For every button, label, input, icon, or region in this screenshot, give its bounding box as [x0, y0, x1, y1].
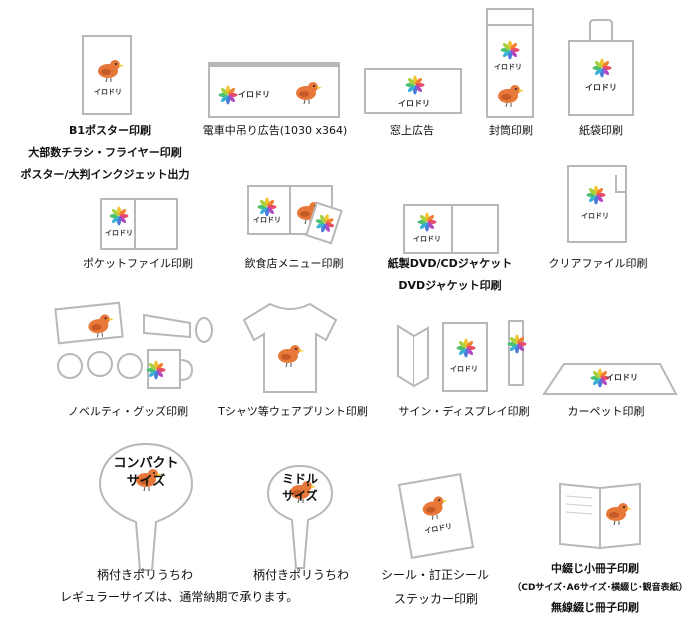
- flower-icon: [405, 75, 425, 95]
- brand-text: イロドリ: [450, 365, 478, 373]
- pocket-file-image: イロドリ: [100, 198, 178, 250]
- booklet-label-1: 中綴じ小冊子印刷: [551, 562, 639, 575]
- paper-bag-image: イロドリ: [568, 40, 634, 116]
- flower-icon: [417, 212, 437, 232]
- bird-icon: [420, 494, 451, 522]
- brand-text: イロドリ: [581, 212, 609, 220]
- sign-panel-image: イロドリ: [442, 322, 488, 392]
- fan-middle-badge-2: サイズ: [282, 489, 318, 503]
- fan-middle-badge-1: ミドル: [281, 472, 318, 486]
- brand-text: イロドリ: [606, 373, 638, 382]
- brand-text: イロドリ: [494, 63, 522, 71]
- bird-icon: [86, 312, 116, 339]
- bird-icon: [97, 59, 125, 83]
- sticker-label-2: ステッカー印刷: [393, 592, 478, 606]
- menu-label: 飲食店メニュー印刷: [244, 257, 344, 270]
- novelty-card-image: [54, 301, 124, 345]
- b1-poster-image: イロドリ: [82, 35, 132, 115]
- fan-middle-icon: [266, 464, 334, 569]
- fan-compact-badge-1: コンパクト: [113, 456, 179, 471]
- mug-icon: [146, 349, 194, 389]
- envelope-label: 封筒印刷: [489, 124, 533, 137]
- dvd-jacket-label-2: DVDジャケット印刷: [398, 279, 502, 292]
- sticker-label-1: シール・訂正シール: [380, 568, 489, 582]
- dvd-jacket-label-1: 紙製DVD/CDジャケット: [387, 257, 513, 270]
- b1-poster-label-3: ポスター/大判インクジェット出力: [20, 168, 190, 181]
- bag-handle-icon: [589, 19, 613, 40]
- train-ad-image: イロドリ: [208, 62, 340, 118]
- brand-text: イロドリ: [94, 88, 122, 96]
- sticker-image: イロドリ: [397, 473, 475, 559]
- flower-icon: [456, 338, 476, 358]
- envelope-image: イロドリ: [486, 8, 534, 118]
- flower-icon: [507, 334, 527, 354]
- tshirt-icon: [242, 302, 338, 393]
- brand-text: イロドリ: [238, 90, 270, 99]
- sign-display-label: サイン・ディスプレイ印刷: [398, 405, 530, 418]
- carpet-icon: [542, 363, 678, 395]
- novelty-label: ノベルティ・グッズ印刷: [67, 405, 189, 418]
- carpet-label: カーペット印刷: [567, 405, 645, 418]
- fan-middle-label: 柄付きポリうちわ: [252, 568, 349, 582]
- brand-text: イロドリ: [253, 216, 281, 224]
- window-ad-image: イロドリ: [364, 68, 462, 114]
- fan-compact-label: 柄付きポリうちわ: [96, 568, 193, 582]
- fan-compact-icon: [98, 442, 194, 571]
- brand-text: イロドリ: [413, 235, 441, 243]
- fan-note: レギュラーサイズは、通常納期で承ります。: [60, 590, 299, 604]
- clear-file-label: クリアファイル印刷: [548, 257, 648, 270]
- brand-text: イロドリ: [585, 83, 617, 92]
- bird-icon: [295, 81, 323, 105]
- clear-file-image: イロドリ: [567, 165, 627, 243]
- dvd-jacket-image: イロドリ: [403, 204, 499, 254]
- flower-icon: [109, 206, 129, 226]
- b1-poster-label-2: 大部数チラシ・フライヤー印刷: [28, 146, 182, 159]
- megaphone-icon: [143, 313, 213, 343]
- brand-text: イロドリ: [398, 99, 430, 108]
- paper-bag-label: 紙袋印刷: [579, 124, 623, 137]
- train-ad-label: 電車中吊り広告(1030 x364): [202, 124, 348, 137]
- brand-text: イロドリ: [105, 229, 133, 237]
- flower-icon: [312, 211, 337, 236]
- booklet-label-3: 無線綴じ冊子印刷: [551, 601, 639, 614]
- bird-icon: [497, 84, 525, 108]
- booklet-label-2: （CDサイズ･A6サイズ･横綴じ･観音表紙）: [512, 583, 688, 593]
- tshirt-label: Tシャツ等ウェアプリント印刷: [218, 405, 368, 418]
- fan-compact-badge-2: サイズ: [126, 474, 166, 489]
- b1-poster-label-1: B1ポスター印刷: [68, 124, 152, 137]
- standee-icon: [397, 324, 429, 388]
- flower-icon: [592, 58, 612, 78]
- badges-icon: [57, 351, 143, 379]
- window-ad-label: 窓上広告: [390, 124, 434, 137]
- sign-banner-image: [507, 320, 527, 386]
- pocket-file-label: ポケットファイル印刷: [83, 257, 193, 270]
- booklet-icon: [559, 482, 641, 550]
